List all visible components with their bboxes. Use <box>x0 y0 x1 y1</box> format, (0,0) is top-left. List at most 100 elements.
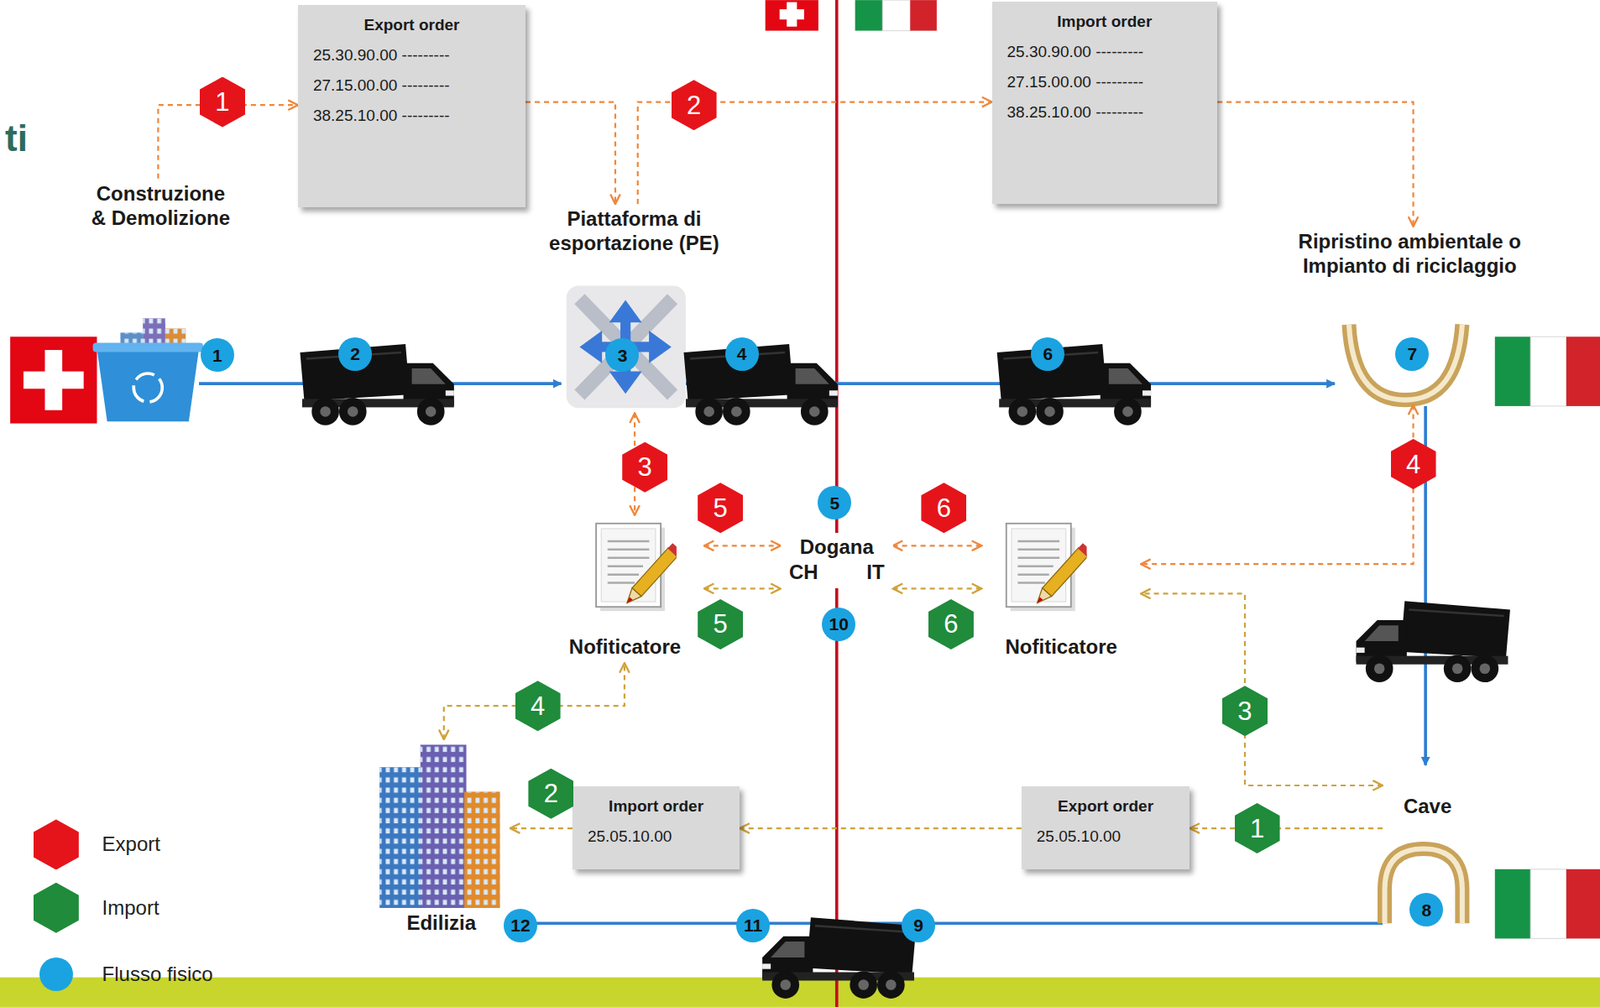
illustration-part <box>522 921 1383 926</box>
italian-flag <box>1495 869 1600 940</box>
document-icon <box>1006 523 1093 612</box>
legend-hexagon <box>33 883 79 934</box>
step-hexagon: 1 <box>199 77 246 128</box>
callout-number: 3 <box>605 338 639 372</box>
node-text: 25.30.90.00 --------- <box>1007 36 1203 68</box>
step-hexagon: 6 <box>928 599 974 650</box>
illustration-part <box>96 349 199 422</box>
illustration-part <box>133 373 163 403</box>
truck-icon <box>1356 601 1511 683</box>
flow-connector <box>510 827 573 830</box>
flow-connector <box>1140 405 1414 565</box>
truck-icon <box>762 917 916 999</box>
physical-flow <box>198 383 1426 924</box>
illustration-part <box>909 0 937 31</box>
callout-number: 11 <box>736 909 770 943</box>
illustration-part <box>1349 324 1463 401</box>
plant-node: Ripristino ambientale o Impianto di rici… <box>1281 226 1540 406</box>
callout-number: 7 <box>1395 337 1429 372</box>
illustration-part <box>1566 336 1600 407</box>
callout-number: 9 <box>901 909 936 943</box>
platform-icon <box>566 285 686 408</box>
document-icon <box>596 523 682 612</box>
illustration-part <box>566 285 686 408</box>
node-title: Export order <box>1036 791 1176 822</box>
flow-connector <box>1189 827 1383 830</box>
order-box: Export order25.05.10.00 <box>1021 786 1191 869</box>
illustration-part <box>1349 324 1463 401</box>
node-text: 38.25.10.00 --------- <box>313 100 511 131</box>
illustration-part <box>1495 336 1532 407</box>
illustration-part <box>23 371 84 390</box>
node-text: 25.30.90.00 --------- <box>313 40 511 71</box>
title-fragment: ti <box>5 120 28 157</box>
italian-flag <box>1495 336 1600 407</box>
node-title: Construzione & Demolizione <box>88 182 233 231</box>
illustration-part <box>93 343 204 353</box>
node-title: Piattaforma di esportazione (PE) <box>543 207 724 257</box>
truck-icon <box>997 344 1151 426</box>
step-hexagon: 2 <box>528 768 574 820</box>
legend-text: Import <box>102 896 160 921</box>
node-text: 25.05.10.00 <box>587 821 725 853</box>
callout-number: 4 <box>725 337 759 372</box>
legend-text: Export <box>102 832 161 857</box>
truck-icon <box>684 344 838 426</box>
node-text: CH <box>789 559 819 586</box>
flow-connector <box>704 587 781 590</box>
illustration-part <box>779 9 805 20</box>
flow-connector <box>1217 102 1413 227</box>
flow-connector <box>1140 593 1383 786</box>
step-hexagon: 2 <box>671 79 717 131</box>
illustration-part <box>579 298 673 395</box>
building-node: Edilizia <box>372 739 511 939</box>
callout-number: 2 <box>338 337 372 372</box>
notifier-node: Nofiticatore <box>545 515 704 664</box>
node-title: Nofiticatore <box>1004 635 1117 660</box>
recycling-plant-icon <box>1349 324 1463 401</box>
illustration-part <box>855 0 884 31</box>
truck-icon <box>299 344 454 426</box>
callout-number: 8 <box>1409 893 1444 927</box>
legend-hexagon <box>33 819 79 870</box>
illustration-part <box>420 744 467 908</box>
illustration-part <box>464 791 501 909</box>
step-hexagon: 3 <box>622 442 668 493</box>
buildings-icon <box>379 744 500 908</box>
step-hexagon: 5 <box>697 599 743 650</box>
order-box: Import order25.30.90.00 ---------27.15.0… <box>992 1 1219 204</box>
flow-connector <box>444 663 625 740</box>
step-hexagon: 3 <box>1222 685 1268 737</box>
illustration-part <box>10 336 97 424</box>
node-title: Ripristino ambientale o Impianto di rici… <box>1284 230 1537 279</box>
node-text: 27.15.00.00 --------- <box>1007 67 1203 98</box>
step-hexagon: 6 <box>920 482 967 534</box>
illustration-part <box>765 0 819 31</box>
node-title: Edilizia <box>406 911 476 936</box>
node-text: IT <box>866 559 884 586</box>
footer-bar <box>0 977 1600 1007</box>
quarry-node: Cave <box>1382 775 1473 839</box>
customs-node: DoganaCH IT <box>780 533 894 589</box>
node-text: 27.15.00.00 --------- <box>313 70 511 101</box>
callout-number: 12 <box>503 909 538 943</box>
illustration-part <box>379 767 423 909</box>
recycle-bin-icon <box>93 318 204 422</box>
node-title: Import order <box>587 791 725 822</box>
notifier-node: Nofiticatore <box>981 515 1141 664</box>
illustration-part <box>882 0 910 31</box>
order-box: Export order25.30.90.00 ---------27.15.0… <box>298 5 526 208</box>
italian-flag <box>855 0 937 31</box>
platform-node: Piattaforma di esportazione (PE) <box>540 203 727 414</box>
swiss-flag <box>10 336 97 424</box>
step-hexagon: 4 <box>515 680 561 732</box>
step-hexagon: 4 <box>1390 439 1437 490</box>
node-title: Dogana <box>789 534 885 560</box>
flow-connector <box>893 587 983 590</box>
illustration-part <box>379 767 423 909</box>
node-title: Import order <box>1007 6 1203 37</box>
actor-label: Construzione & Demolizione <box>85 178 236 235</box>
illustration-part <box>1530 869 1567 940</box>
